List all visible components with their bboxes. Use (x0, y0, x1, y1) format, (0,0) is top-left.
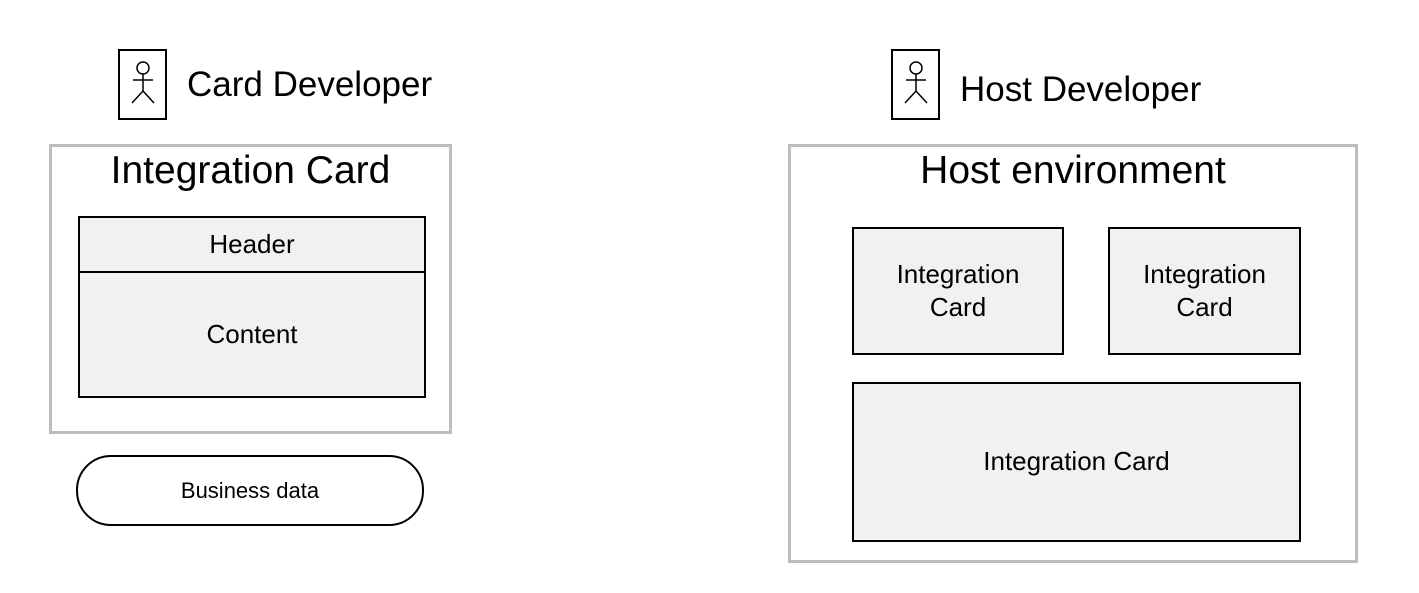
card-header-box: Header (78, 216, 426, 274)
host-developer-actor-icon (891, 49, 940, 120)
host-integration-card-2: Integration Card (1108, 227, 1301, 355)
host-card-2-label-line2: Card (1176, 292, 1233, 322)
host-card-1-label-line1: Integration (896, 258, 1020, 289)
integration-card-title: Integration Card (110, 149, 391, 192)
card-content-label: Content (206, 318, 298, 349)
host-environment-title: Host environment (920, 149, 1226, 192)
card-header-label: Header (209, 229, 295, 260)
host-integration-card-3: Integration Card (852, 382, 1301, 542)
card-developer-label: Card Developer (187, 65, 433, 104)
host-card-2-label-line1: Integration (1143, 258, 1266, 289)
host-developer-label: Host Developer (960, 70, 1202, 109)
card-content-box: Content (78, 271, 426, 398)
host-integration-card-1: Integration Card (852, 227, 1064, 355)
host-card-1-label-line2: Card (929, 292, 987, 322)
host-card-3-label: Integration Card (983, 446, 1170, 477)
business-data-label: Business data (180, 477, 320, 503)
business-data-pill: Business data (76, 455, 424, 526)
card-developer-actor-icon (118, 49, 167, 120)
